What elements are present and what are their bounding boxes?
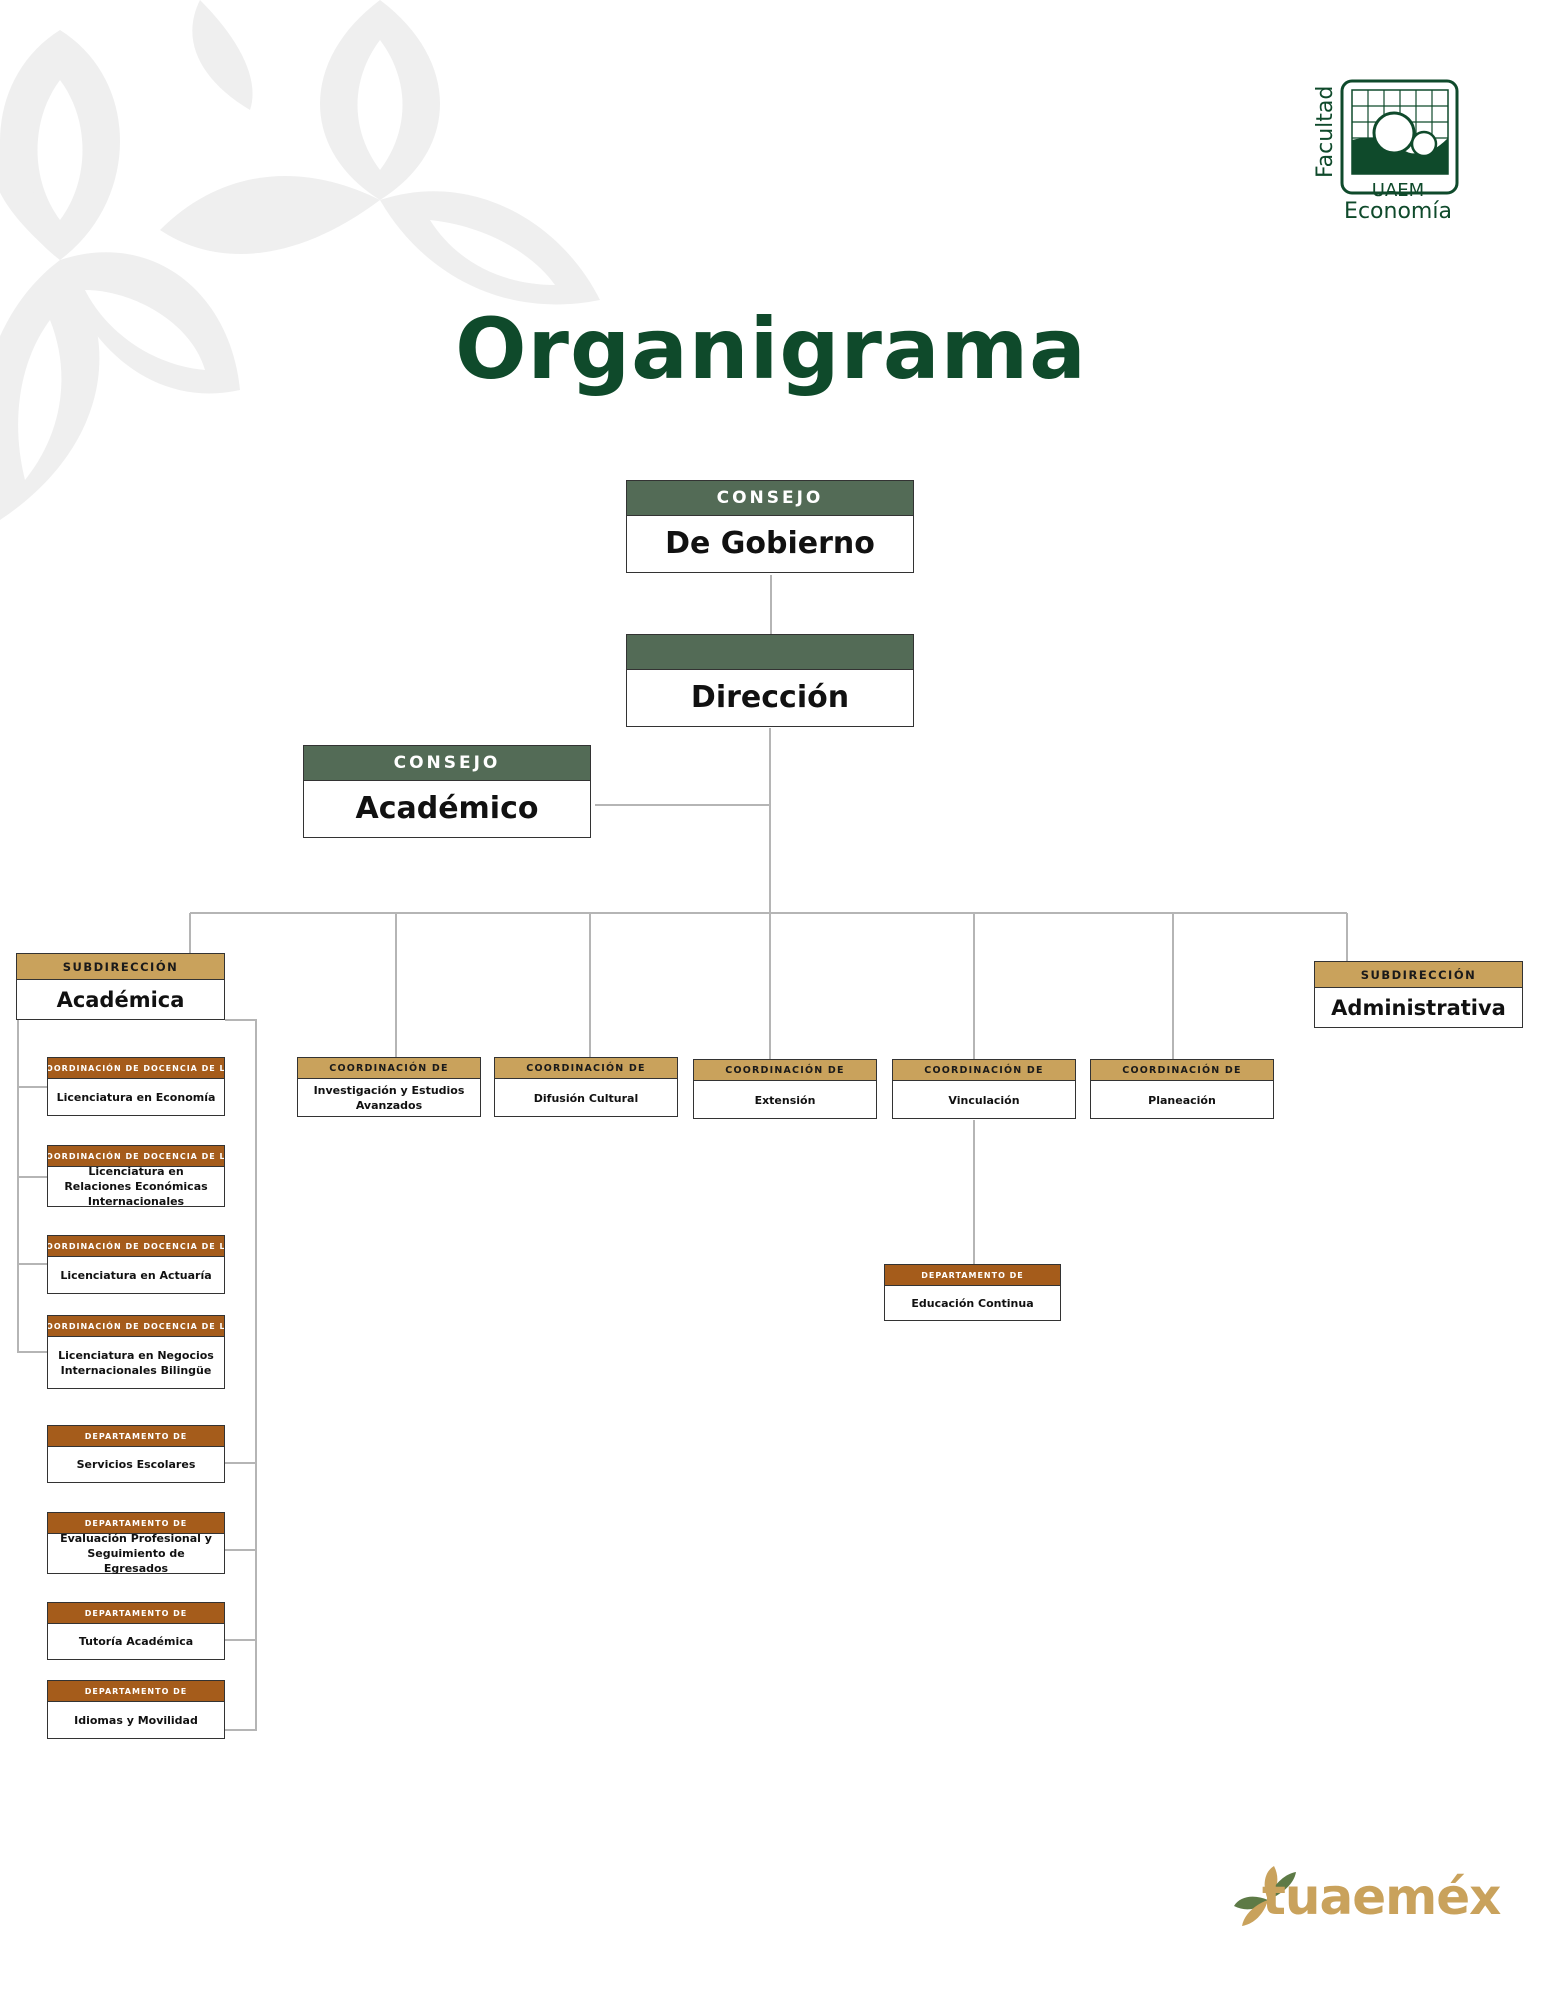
box-header: COORDINACIÓN DE bbox=[694, 1060, 876, 1081]
box-header: COORDINACIÓN DE DOCENCIA DE LA bbox=[48, 1236, 224, 1257]
departamento-educacion-continua-box: DEPARTAMENTO DE Educación Continua bbox=[884, 1264, 1061, 1321]
coordinacion-investigacion-box: COORDINACIÓN DE Investigación y Estudios… bbox=[297, 1057, 481, 1117]
tuaemex-wordmark: tuaeméx bbox=[1262, 1868, 1501, 1926]
facultad-economia-logo: Facultad UAEM Economía bbox=[1313, 79, 1459, 224]
box-header: DEPARTAMENTO DE bbox=[48, 1681, 224, 1702]
box-header: DEPARTAMENTO DE bbox=[48, 1603, 224, 1624]
box-header: COORDINACIÓN DE DOCENCIA DE LA bbox=[48, 1058, 224, 1079]
box-title: Planeación bbox=[1148, 1093, 1216, 1107]
direccion-box: Dirección bbox=[626, 634, 914, 727]
background-leaf-pattern bbox=[0, 0, 600, 520]
box-title: Difusión Cultural bbox=[533, 1091, 639, 1105]
box-title: De Gobierno bbox=[665, 526, 875, 561]
box-title: Dirección bbox=[690, 680, 850, 715]
box-header: CONSEJO bbox=[304, 746, 590, 781]
docencia-economia-box: COORDINACIÓN DE DOCENCIA DE LA Licenciat… bbox=[47, 1057, 225, 1116]
box-title: Licenciatura en Actuaría bbox=[60, 1268, 212, 1282]
coordinacion-extension-box: COORDINACIÓN DE Extensión bbox=[693, 1059, 877, 1119]
box-title: Tutoría Académica bbox=[78, 1635, 194, 1648]
subdireccion-administrativa-box: SUBDIRECCIÓN Administrativa bbox=[1314, 961, 1523, 1028]
box-title: Educación Continua bbox=[911, 1296, 1034, 1310]
box-header: CONSEJO bbox=[627, 481, 913, 516]
logo-line2: Economía bbox=[1344, 199, 1452, 224]
departamento-idiomas-box: DEPARTAMENTO DE Idiomas y Movilidad bbox=[47, 1680, 225, 1739]
box-header: COORDINACIÓN DE bbox=[495, 1058, 677, 1079]
box-title: Licenciatura en Economía bbox=[56, 1090, 216, 1104]
box-title: Servicios Escolares bbox=[76, 1458, 196, 1471]
box-title: Académico bbox=[355, 791, 539, 826]
box-title: Idiomas y Movilidad bbox=[74, 1713, 198, 1727]
box-header: COORDINACIÓN DE bbox=[1091, 1060, 1273, 1081]
coordinacion-vinculacion-box: COORDINACIÓN DE Vinculación bbox=[892, 1059, 1076, 1119]
box-header: COORDINACIÓN DE bbox=[298, 1058, 480, 1079]
departamento-tutoria-box: DEPARTAMENTO DE Tutoría Académica bbox=[47, 1602, 225, 1660]
box-title: Administrativa bbox=[1331, 996, 1506, 1020]
box-title: Extensión bbox=[754, 1093, 816, 1107]
page-title: Organigrama bbox=[455, 300, 1087, 398]
box-title: Licenciatura en Negocios Internacionales… bbox=[58, 1348, 214, 1377]
box-title: Vinculación bbox=[948, 1093, 1020, 1107]
tuaemex-leaf-icon bbox=[1234, 1866, 1296, 1926]
box-header: DEPARTAMENTO DE bbox=[48, 1426, 224, 1447]
subdireccion-academica-box: SUBDIRECCIÓN Académica bbox=[16, 953, 225, 1020]
box-header: SUBDIRECCIÓN bbox=[1315, 962, 1522, 988]
box-header: COORDINACIÓN DE bbox=[893, 1060, 1075, 1081]
box-header: SUBDIRECCIÓN bbox=[17, 954, 224, 980]
box-title: Licenciatura en Relaciones Económicas In… bbox=[64, 1165, 208, 1208]
consejo-gobierno-box: CONSEJO De Gobierno bbox=[626, 480, 914, 573]
docencia-relaciones-box: COORDINACIÓN DE DOCENCIA DE LA Licenciat… bbox=[47, 1145, 225, 1208]
coordinacion-difusion-box: COORDINACIÓN DE Difusión Cultural bbox=[494, 1057, 678, 1117]
box-header: DEPARTAMENTO DE bbox=[48, 1513, 224, 1534]
box-title: Evaluación Profesional y Seguimiento de … bbox=[60, 1532, 212, 1575]
svg-text:Facultad: Facultad bbox=[1313, 86, 1338, 178]
box-header: COORDINACIÓN DE DOCENCIA DE LA bbox=[48, 1146, 224, 1167]
box-header: DEPARTAMENTO DE bbox=[885, 1265, 1060, 1286]
box-header: COORDINACIÓN DE DOCENCIA DE LA bbox=[48, 1316, 224, 1337]
docencia-actuaria-box: COORDINACIÓN DE DOCENCIA DE LA Licenciat… bbox=[47, 1235, 225, 1294]
departamento-servicios-box: DEPARTAMENTO DE Servicios Escolares bbox=[47, 1425, 225, 1483]
box-title: Investigación y Estudios Avanzados bbox=[313, 1084, 465, 1112]
departamento-evaluacion-box: DEPARTAMENTO DE Evaluación Profesional y… bbox=[47, 1512, 225, 1575]
coordinacion-planeacion-box: COORDINACIÓN DE Planeación bbox=[1090, 1059, 1274, 1119]
logo-line1: UAEM bbox=[1372, 180, 1424, 201]
docencia-negocios-box: COORDINACIÓN DE DOCENCIA DE LA Licenciat… bbox=[47, 1315, 225, 1389]
box-header bbox=[627, 635, 913, 670]
box-title: Académica bbox=[56, 988, 185, 1012]
consejo-academico-box: CONSEJO Académico bbox=[303, 745, 591, 838]
